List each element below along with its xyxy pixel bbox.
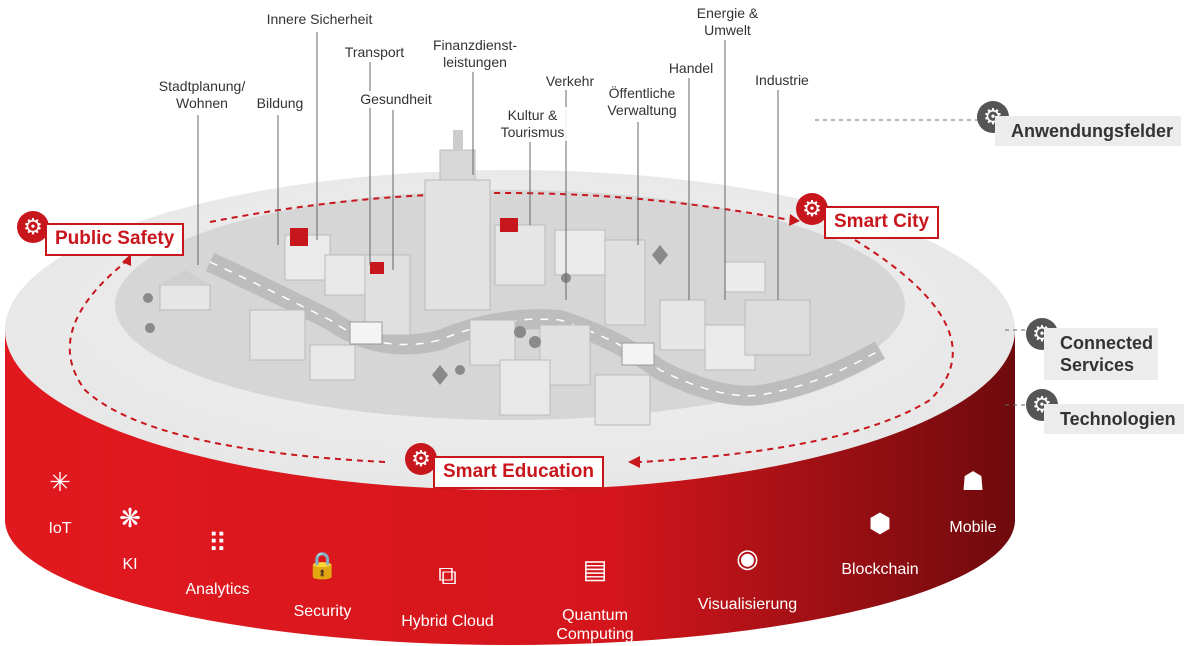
public-safety-label: Public Safety (45, 223, 185, 256)
lock-compass-icon: 🔒 (306, 550, 339, 580)
label-bildung: Bildung (248, 95, 312, 112)
cycle-arrow-left (68, 259, 386, 463)
tech-hybrid-cloud: ⧉ Hybrid Cloud (390, 542, 505, 631)
trees (143, 245, 668, 385)
buildings (159, 130, 811, 426)
smart-education-label: Smart Education (433, 456, 604, 489)
eye-icon: ◉ (736, 543, 759, 573)
road-marking (209, 261, 881, 397)
cycle-arrow-top (209, 192, 791, 223)
anwendungsfelder-tag: ⚙ Anwendungsfelder (977, 88, 1182, 146)
public-safety-badge: ⚙ Public Safety (17, 197, 185, 256)
label-industrie: Industrie (745, 72, 819, 89)
connected-squares-icon: ⧉ (438, 560, 457, 590)
arrowhead-right (628, 456, 640, 468)
dot-grid-icon: ⠿ (207, 528, 228, 558)
label-kultur-tourismus: Kultur & Tourismus (493, 107, 572, 141)
label-stadtplanung: Stadtplanung/ Wohnen (150, 78, 254, 112)
smart-education-badge: ⚙ Smart Education (405, 428, 604, 489)
arrowhead-top (789, 214, 800, 226)
label-finanzdienstleistungen: Finanzdienst- leistungen (422, 37, 528, 71)
tech-blockchain: ⬢ Blockchain (830, 490, 930, 579)
label-gesundheit: Gesundheit (352, 91, 440, 108)
tech-ki: ❋ KI (100, 485, 160, 574)
server-stack-icon: ▤ (582, 554, 608, 584)
label-verkehr: Verkehr (538, 73, 602, 90)
tech-analytics: ⠿ Analytics (175, 510, 260, 599)
arrowhead-left (122, 254, 131, 266)
tech-iot: ✳ IoT (30, 449, 90, 538)
connected-services-tag: ⚙ Connected Services (1026, 288, 1158, 380)
cycle-arrow-right (639, 239, 954, 463)
tech-security: 🔒 Security (285, 532, 360, 621)
label-handel: Handel (660, 60, 722, 77)
tech-mobile: ☗ Mobile (938, 448, 1008, 537)
tech-visualisierung: ◉ Visualisierung (685, 525, 810, 614)
tech-quantum-computing: ▤ Quantum Computing (540, 536, 650, 644)
anwendungsfelder-label: Anwendungsfelder (995, 116, 1182, 146)
label-energie-umwelt: Energie & Umwelt (688, 5, 767, 39)
mobile-person-icon: ☗ (961, 466, 985, 496)
network-node-icon: ✳ (49, 467, 71, 497)
technologien-tag: ⚙ Technologien (1026, 376, 1184, 434)
label-innere-sicherheit: Innere Sicherheit (255, 11, 384, 28)
technologien-label: Technologien (1044, 404, 1184, 434)
smart-city-badge: ⚙ Smart City (796, 178, 940, 239)
connected-services-label: Connected Services (1044, 328, 1158, 380)
label-transport: Transport (335, 44, 414, 61)
label-oeffentliche-verwaltung: Öffentliche Verwaltung (596, 85, 688, 119)
neural-cluster-icon: ❋ (119, 503, 141, 533)
hex-network-icon: ⬢ (868, 508, 892, 538)
smart-city-label: Smart City (824, 206, 940, 239)
gear-icon: ⚙ (17, 210, 49, 243)
gear-icon: ⚙ (796, 192, 828, 225)
gear-icon: ⚙ (405, 442, 437, 475)
